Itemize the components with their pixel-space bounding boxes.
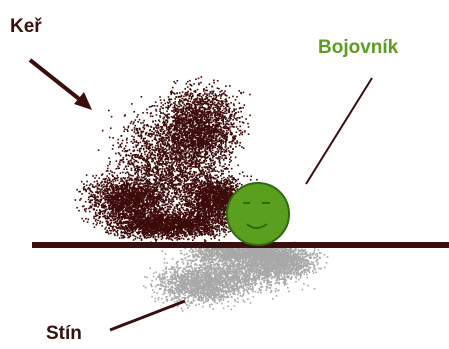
shadow-label: Stín	[46, 323, 82, 344]
bush-arrow-icon	[28, 58, 92, 110]
shadow-particles	[143, 241, 329, 312]
fighter-smiley-face-icon	[226, 182, 290, 246]
shadow-pointer-line	[109, 299, 186, 332]
fighter-pointer-line	[305, 77, 373, 185]
bush-particles	[74, 76, 262, 244]
bush-label: Keř	[10, 16, 42, 37]
fighter-label: Bojovník	[318, 37, 399, 58]
